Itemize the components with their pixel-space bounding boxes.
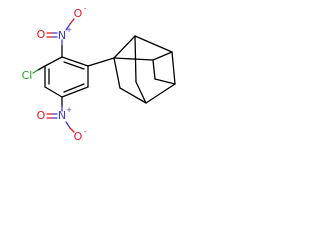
oxygen-atom-bottom-lower: O [74,130,83,143]
cage-bond [113,35,136,59]
chloro-substituent: Cl [22,65,46,82]
nitrogen-charge-bottom: + [66,106,72,114]
ring-bond [61,86,89,98]
oxygen-atom-top-upper: O [74,7,83,20]
chlorine-atom: Cl [22,69,33,82]
benzene-ring [44,56,89,98]
ring-chlorine-bond [37,65,46,71]
oxygen-atom-top-left: O [37,28,46,41]
cage-bond [113,57,154,61]
nitrogen-charge-top: + [66,26,72,34]
n-o-bond [65,121,71,129]
cage-bond [152,51,173,61]
cage-bond [145,83,176,104]
aryl-adamantyl-bond [87,57,115,67]
cage-bond [113,57,121,89]
nitrogen-atom-bottom: N [58,109,66,122]
ring-chlorine-bond [32,69,39,74]
n-o-bond [65,23,71,31]
oxygen-charge-bottom-lower: - [84,128,87,136]
cage-bond [154,78,176,85]
ring-bond [44,86,63,98]
nitrogen-atom-top: N [58,29,66,42]
nitro-group-top: N + O - O [37,5,87,58]
oxygen-atom-bottom-left: O [37,109,46,122]
ring-double-bond [63,83,85,93]
cage-bond [171,51,176,85]
ring-bond [44,56,63,67]
cage-bond [134,35,173,53]
n-o-bond [69,127,75,133]
molecule-structure: N + O - O Cl N + O O - [22,5,176,143]
oxygen-charge-top-upper: - [84,5,87,13]
cage-bond [119,87,147,104]
cage-bond [152,59,156,80]
ring-double-bond [63,61,85,70]
n-o-bond [69,18,75,25]
cage-bond [134,35,137,83]
cage-bond [135,81,147,104]
adamantane-cage [113,35,176,104]
nitro-group-bottom: N + O O - [37,96,87,143]
ring-bond [61,56,89,67]
